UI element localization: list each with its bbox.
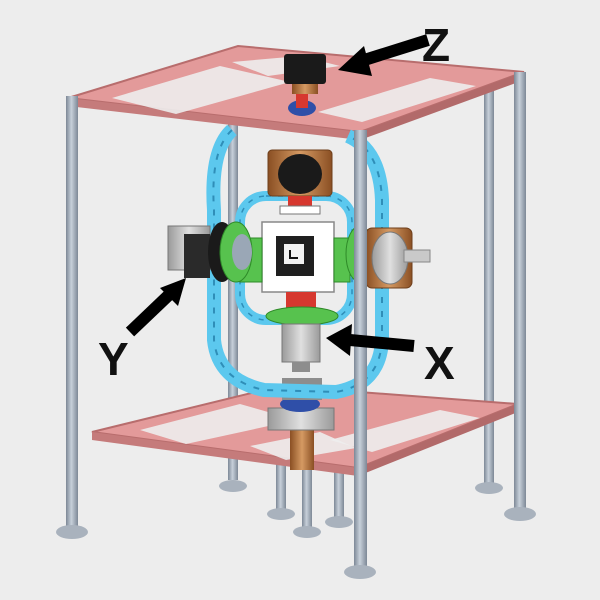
sensor-module xyxy=(239,221,351,293)
lower-foot xyxy=(325,516,353,528)
upper-motor-mount xyxy=(267,149,333,215)
post-back-right xyxy=(484,84,494,484)
lower-leg xyxy=(276,440,286,512)
z-axis-label: Z xyxy=(422,19,451,71)
lower-foot xyxy=(293,526,321,538)
post-front-left xyxy=(66,96,78,528)
z-axis-motor xyxy=(284,54,326,116)
lower-foot xyxy=(267,508,295,520)
foot-front-right xyxy=(504,507,536,521)
foot-back-left xyxy=(219,480,247,492)
y-axis-motor xyxy=(167,221,253,283)
arrow-z xyxy=(338,34,430,76)
arrow-x xyxy=(326,324,415,356)
foot-front-center xyxy=(344,565,376,579)
x-axis-label: X xyxy=(424,337,455,389)
foot-front-left xyxy=(56,525,88,539)
post-front-right xyxy=(514,72,526,512)
arrow-y xyxy=(125,278,186,337)
x-axis-coupler xyxy=(265,292,339,372)
lower-leg xyxy=(302,440,312,530)
foot-back-right xyxy=(475,482,503,494)
front-posts xyxy=(56,72,536,579)
lower-legs xyxy=(267,440,353,538)
lower-leg xyxy=(334,440,344,520)
y-axis-label: Y xyxy=(98,333,129,385)
post-front-center xyxy=(354,130,367,570)
